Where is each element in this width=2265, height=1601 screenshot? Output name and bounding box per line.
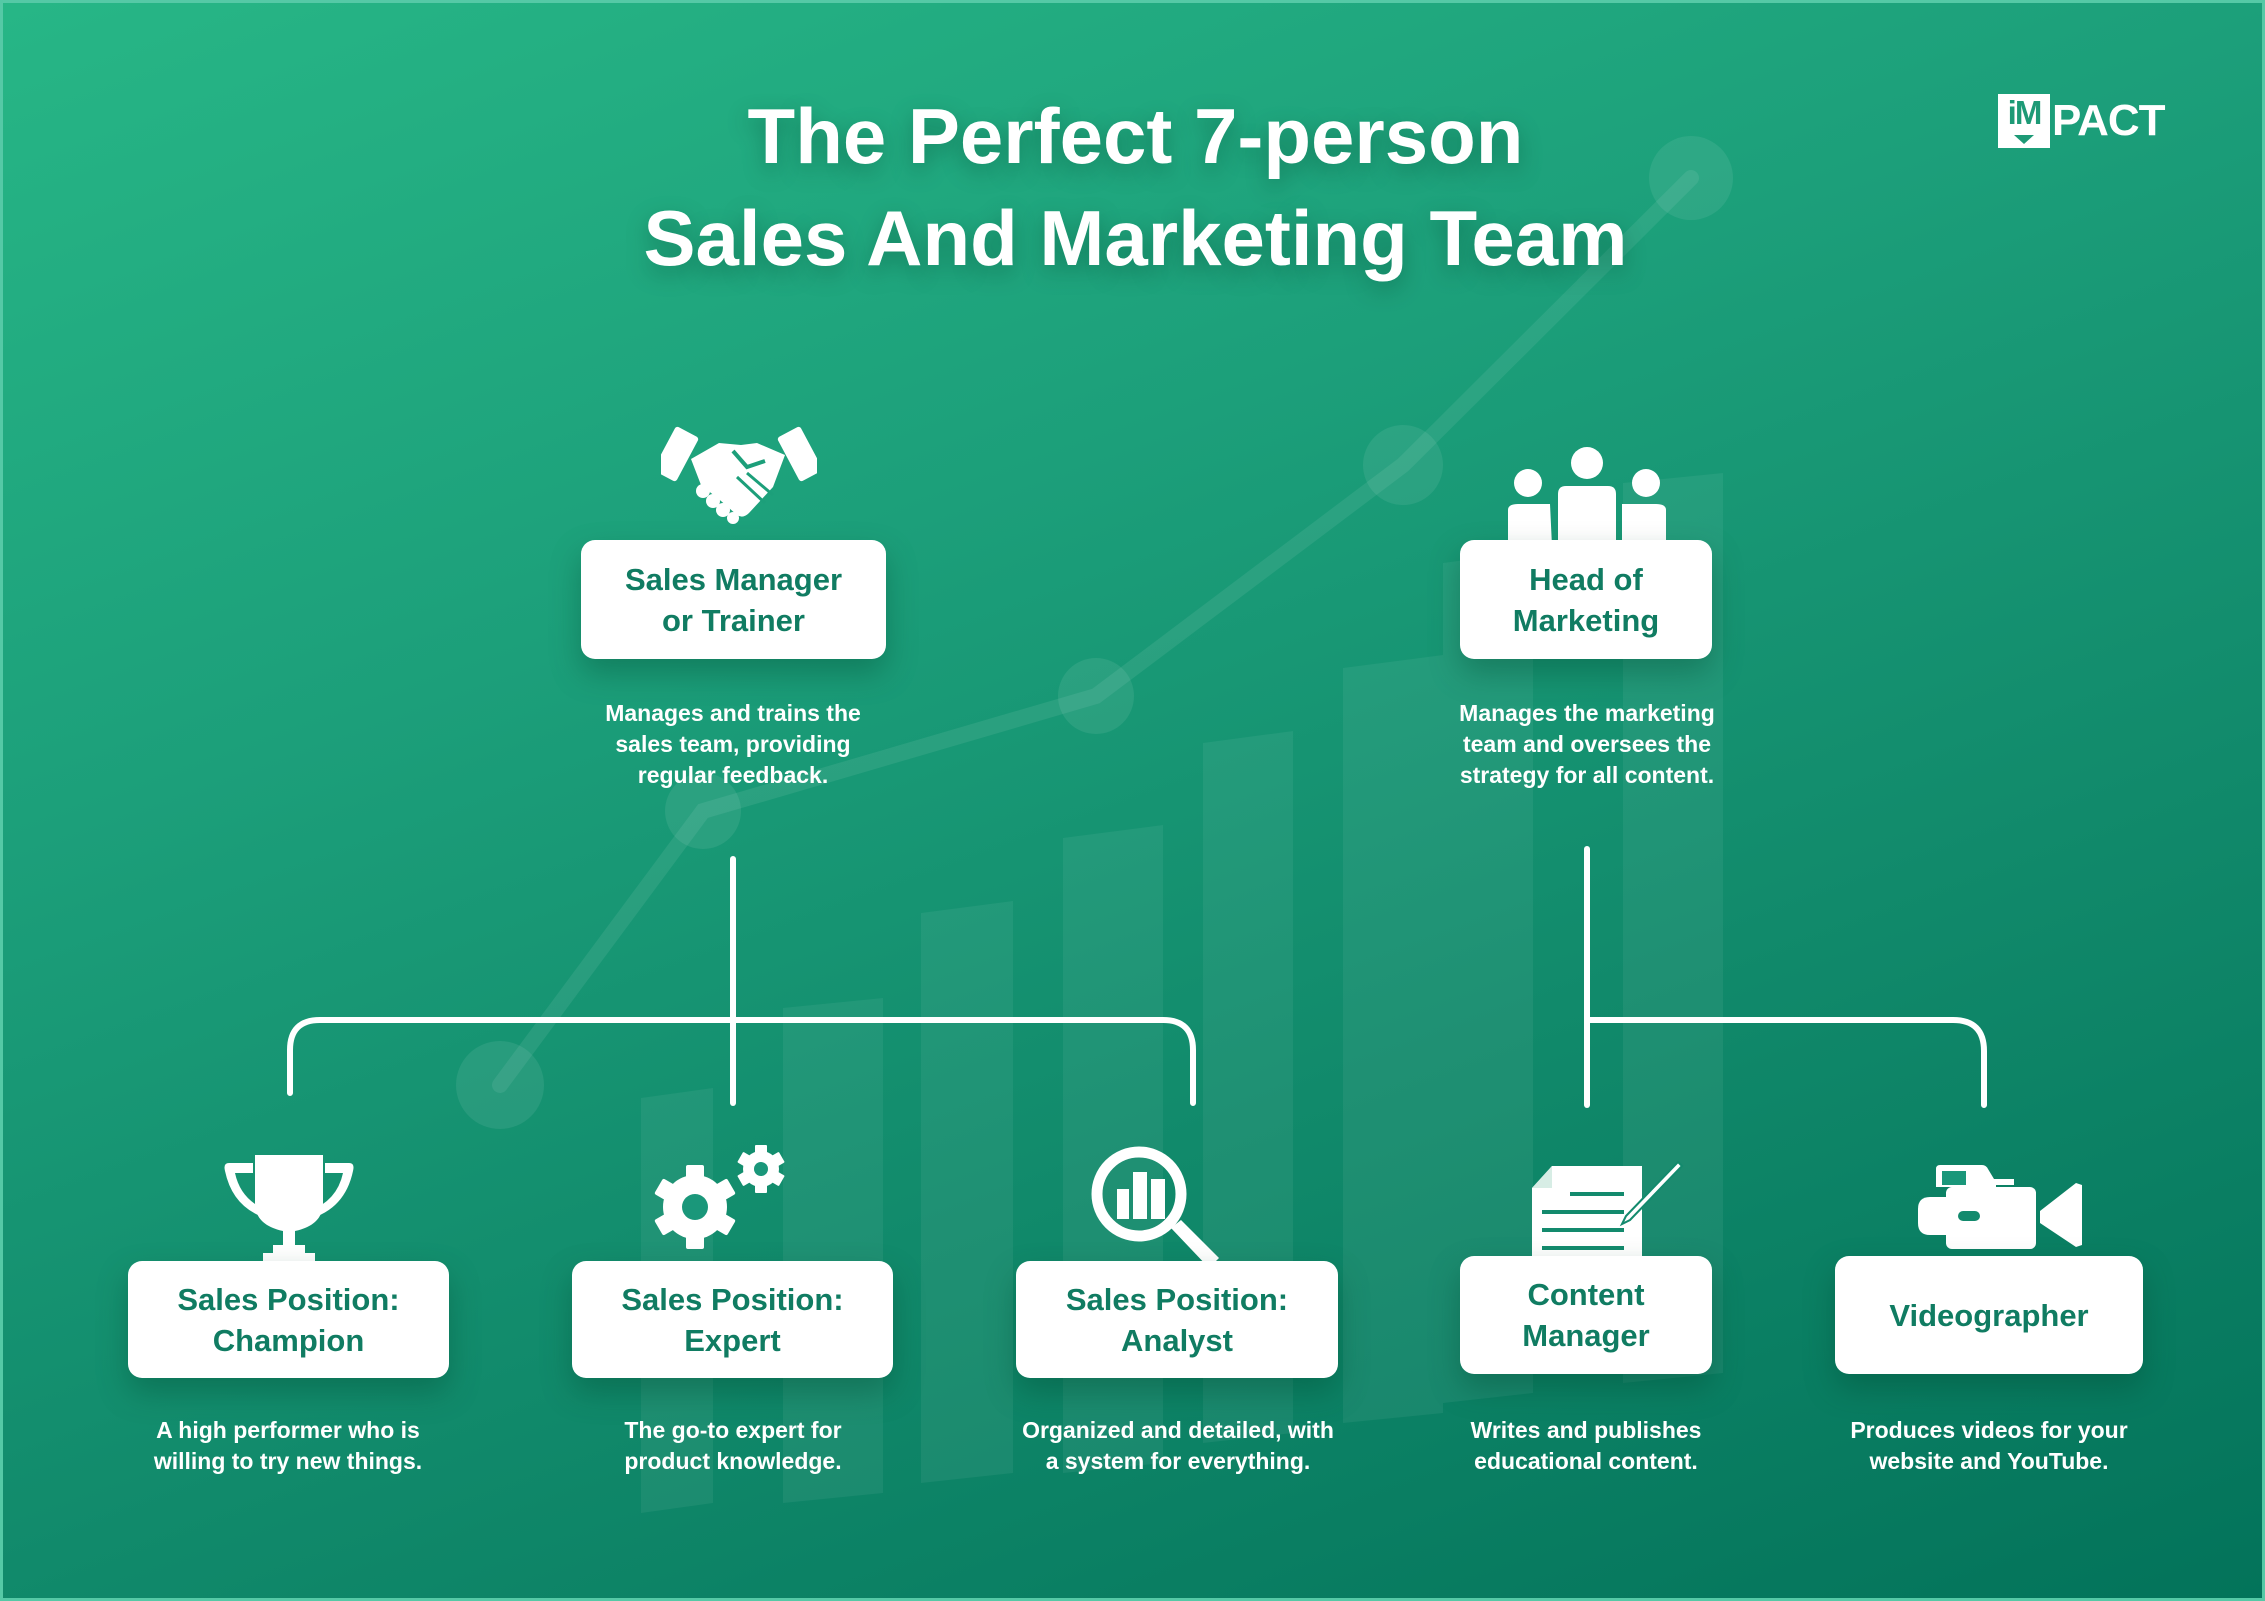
logo-mark: iM [1998,94,2050,148]
logo-wordmark: PACT [2052,96,2166,145]
title-line-1: The Perfect 7-person [747,92,1524,180]
page-title: The Perfect 7-person Sales And Marketing… [3,85,2262,289]
logo-arrow-icon [2014,135,2034,144]
role-card-head-of-marketing: Head of Marketing [1460,540,1712,659]
role-desc-champion: A high performer who is willing to try n… [153,1417,423,1474]
impact-logo: iM PACT [1998,93,2166,149]
role-desc-videographer: Produces videos for your website and You… [1850,1417,2128,1474]
gears-icon [654,1145,785,1249]
connector-sales-branch [287,1017,1196,1106]
role-card-analyst: Sales Position: Analyst [1016,1261,1338,1378]
role-card-expert: Sales Position: Expert [572,1261,893,1378]
role-desc-content-manager: Writes and publishes educational content… [1470,1417,1702,1474]
role-card-videographer: Videographer [1835,1256,2143,1374]
org-chart-connectors [287,846,1987,1108]
document-pen-icon [1532,1160,1684,1260]
video-camera-icon [1918,1165,2082,1249]
role-desc-head-of-marketing: Manages the marketing team and oversees … [1459,700,1715,788]
connector-marketing-branch [1584,1017,1987,1108]
role-desc-analyst: Organized and detailed, with a system fo… [1022,1417,1334,1474]
title-line-2: Sales And Marketing Team [643,194,1628,282]
role-desc-expert: The go-to expert for product knowledge. [624,1417,842,1474]
role-card-champion: Sales Position: Champion [128,1261,449,1378]
trophy-icon [224,1155,354,1263]
role-card-content-manager: Content Manager [1460,1256,1712,1374]
magnifier-chart-icon [1091,1146,1219,1268]
role-card-sales-manager: Sales Manager or Trainer [581,540,886,659]
handshake-icon [661,426,817,524]
team-icon [1508,447,1666,546]
role-desc-sales-manager: Manages and trains the sales team, provi… [605,700,861,788]
